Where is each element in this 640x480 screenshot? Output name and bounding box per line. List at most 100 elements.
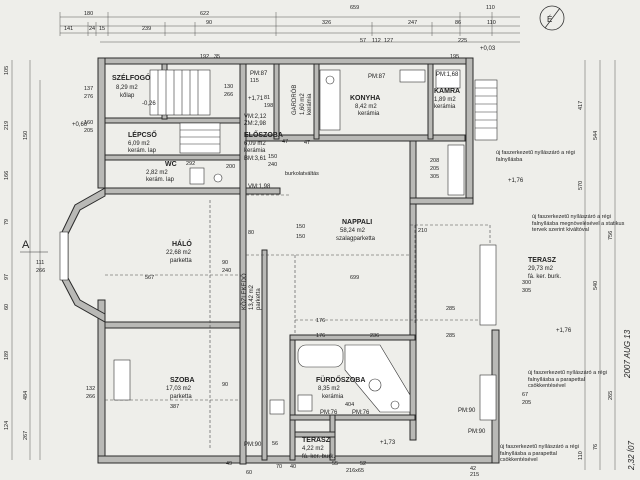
room-name-terasz2: TERASZ: [302, 437, 331, 444]
room-name-szelfogo: SZÉLFOGÓ: [112, 73, 151, 82]
wall-dim: 52: [360, 461, 366, 467]
wall-dim: 266: [86, 394, 95, 400]
wall-dim: 198: [264, 103, 273, 109]
wall-dim: 240: [268, 162, 277, 168]
level-vm-212: VM:2,12: [244, 114, 267, 120]
wall-dim: 67: [522, 392, 528, 398]
right-dim-6: 265: [608, 391, 614, 400]
note-window-1: új faszerkezetű nyílászáró a régi falnyí…: [496, 150, 575, 163]
wall-dim: 49: [226, 461, 232, 467]
room-name-lepcso: LÉPCSŐ: [128, 130, 157, 139]
wall-dim: 60: [246, 470, 252, 476]
level-zm-298: ZM:2,98: [244, 121, 267, 127]
right-dim-8: 110: [578, 451, 584, 460]
wall-dim: 266: [36, 268, 45, 274]
wall-dim: 404: [345, 402, 354, 408]
top-dim-11: 247: [408, 20, 417, 26]
wall-dim: 215: [470, 472, 479, 478]
wall-dim: 150: [296, 234, 305, 240]
room-name-halo: HÁLÓ: [172, 239, 192, 248]
right-dimension-lines: [584, 60, 616, 470]
right-dim-5: 540: [593, 281, 599, 290]
wall-dim: 90: [222, 382, 228, 388]
room-area-szoba: 17,03 m2: [166, 386, 192, 392]
height-171: +1,71: [248, 96, 264, 102]
top-dim-8: 239: [142, 26, 151, 32]
room-area-gardrob: 1,60 m2: [300, 93, 306, 115]
wall-dim: 387: [170, 404, 179, 410]
wall-dim: 276: [84, 94, 93, 100]
left-dim-8: 150: [23, 131, 29, 140]
dashed-lines: [105, 194, 491, 450]
top-dim-1: 180: [84, 11, 93, 17]
wall-dim: 150: [268, 154, 277, 160]
wall-dim: 205: [430, 166, 439, 172]
staircase: [149, 69, 498, 154]
left-dim-10: 267: [23, 431, 29, 440]
room-name-kozlekedo: KÖZLEKEDŐ: [241, 273, 248, 310]
height-003: +0,03: [480, 46, 496, 52]
level-pm-90-c: PM:90: [468, 429, 486, 435]
room-area-terasz2: 4,22 m2: [302, 446, 324, 452]
room-name-konyha: KONYHA: [350, 95, 380, 102]
room-area-szelfogo: 8,29 m2: [116, 85, 138, 91]
wall-dim: 132: [86, 386, 95, 392]
wall-dim: 112: [372, 38, 381, 44]
svg-text:É: É: [547, 15, 552, 24]
top-dim-4: 110: [486, 5, 495, 11]
right-dim-4: 756: [608, 231, 614, 240]
height-176-b: +1,76: [556, 328, 572, 334]
left-dimension-lines: [11, 60, 41, 460]
level-pm-90-b: PM:90: [458, 408, 476, 414]
level-pm-90-a: PM:90: [244, 442, 262, 448]
wall-dim: 192: [200, 54, 209, 60]
right-dim-3: 570: [578, 181, 584, 190]
annotation-notes: új faszerkezetű nyílászáró a régi falnyí…: [496, 150, 625, 463]
wall-dimension-texts: 137 276 160 205 111 266 132 266 150 240 …: [36, 38, 531, 478]
room-area-kozlekedo: 13,42 m2: [249, 284, 255, 310]
room-floor-nappali: szalagparketta: [336, 236, 376, 242]
handwritten-note: 2,32 Í07: [627, 441, 636, 471]
top-dim-3: 659: [350, 5, 359, 11]
room-floor-szelfogo: kőlap: [120, 93, 135, 99]
top-dim-5: 141: [64, 26, 73, 32]
wall-dim: 160: [84, 120, 93, 126]
room-area-terasz1: 29,73 m2: [528, 266, 554, 272]
top-dim-2: 622: [200, 11, 209, 17]
wall-dim: 57: [360, 38, 366, 44]
left-dim-3: 166: [4, 171, 10, 180]
wall-dim: 150: [296, 224, 305, 230]
wall-dim: 47: [304, 140, 310, 146]
wall-dim: 285: [446, 306, 455, 312]
wall-dim: 70: [276, 464, 282, 470]
wall-dim: 176: [316, 333, 325, 339]
room-area-wc: 2,82 m2: [146, 170, 168, 176]
room-area-halo: 22,68 m2: [166, 250, 192, 256]
left-dim-7: 189: [4, 351, 10, 360]
level-pm-76-b: PM:76: [352, 410, 370, 416]
wall-dim: 80: [248, 230, 254, 236]
room-name-gardrob: GARDRÓB: [291, 85, 298, 115]
room-name-kamra: KAMRA: [434, 88, 460, 95]
wall-dim: 195: [450, 54, 459, 60]
room-name-terasz1: TERASZ: [528, 257, 557, 264]
right-dim-7: 76: [593, 444, 599, 450]
wall-dim: 266: [224, 92, 233, 98]
level-pm-87-a: PM:87: [250, 71, 268, 77]
note-window-2: új faszerkezetű nyílászáró a régi falnyí…: [532, 214, 625, 234]
room-name-wc: WC: [165, 161, 177, 168]
left-dim-1: 105: [4, 66, 10, 75]
room-floor-eloszoba: kerámia: [244, 148, 266, 154]
wall-dim: 176: [316, 318, 325, 324]
room-floor-lepcso: kerám. lap: [128, 148, 157, 154]
wall-dim: 35: [214, 54, 220, 60]
note-floor-change: burkolatváltás: [285, 171, 319, 177]
height-060: +0,60: [72, 122, 88, 128]
left-dim-4: 79: [4, 219, 10, 225]
wall-dim: 305: [430, 174, 439, 180]
bathroom-fixtures: [189, 167, 411, 415]
level-pm-87-b: PM:87: [368, 74, 386, 80]
wall-dim: 137: [84, 86, 93, 92]
wall-dim: 208: [430, 158, 439, 164]
